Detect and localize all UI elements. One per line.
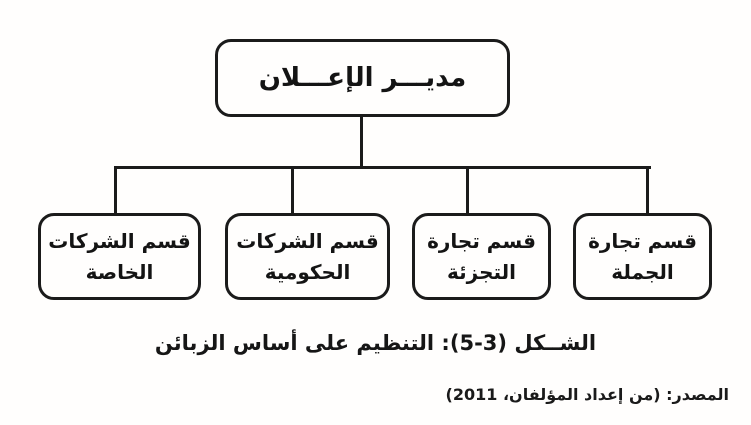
org-node-advertising-manager: مديـــر الإعـــلان <box>215 39 510 117</box>
connector-drop-retail <box>466 166 469 213</box>
connector-horizontal-bar <box>114 166 651 169</box>
org-node-label-line2: الخاصة <box>85 259 154 284</box>
connector-root-vertical <box>360 117 363 169</box>
org-node-label-line1: قسم تجارة <box>588 228 697 253</box>
figure-source: المصدر: (من إعداد المؤلفان، 2011) <box>445 385 729 404</box>
org-node-label-line1: قسم تجارة <box>427 228 536 253</box>
org-node-label-line1: قسم الشركات <box>48 228 191 253</box>
org-node-label-line2: الحكومية <box>264 259 351 284</box>
connector-drop-government <box>291 166 294 213</box>
figure-caption: الشــكل (3-5): التنظيم على أساس الزبائن <box>154 331 597 355</box>
org-node-wholesale-trade-dept: قسم تجارة الجملة <box>573 213 712 300</box>
org-node-label-line2: التجزئة <box>446 259 517 284</box>
connector-drop-wholesale <box>646 166 649 213</box>
org-node-label-line1: قسم الشركات <box>236 228 379 253</box>
connector-drop-private <box>114 166 117 213</box>
org-node-label-line2: الجملة <box>611 259 674 284</box>
org-node-retail-trade-dept: قسم تجارة التجزئة <box>412 213 551 300</box>
org-node-label: مديـــر الإعـــلان <box>258 63 467 93</box>
org-node-private-companies-dept: قسم الشركات الخاصة <box>38 213 201 300</box>
org-node-government-companies-dept: قسم الشركات الحكومية <box>225 213 390 300</box>
